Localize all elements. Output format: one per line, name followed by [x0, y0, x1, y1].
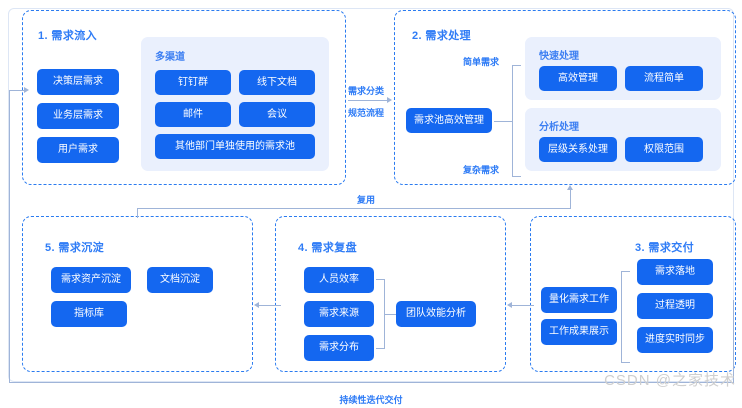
pill-other-dept-pool[interactable]: 其他部门单独使用的需求池 [155, 134, 315, 159]
outer-loop-bottom-line [9, 382, 734, 383]
multi-channel-panel: 多渠道 钉钉群 线下文档 邮件 会议 其他部门单独使用的需求池 [141, 37, 329, 171]
edge-line-s1-s2 [348, 100, 388, 101]
hub-to-bracket-line [494, 121, 513, 122]
fast-processing-panel-title: 快速处理 [539, 51, 579, 62]
pill-realtime-progress-sync[interactable]: 进度实时同步 [637, 327, 713, 353]
outer-loop-left-line [9, 90, 10, 382]
branch-label-complex: 复杂需求 [463, 165, 500, 175]
reuse-line-up-to-s2 [570, 190, 571, 209]
pill-simple-process[interactable]: 流程简单 [625, 66, 703, 91]
edge-label-reuse: 复用 [357, 195, 376, 205]
pill-hierarchy-relation[interactable]: 层级关系处理 [539, 137, 617, 162]
pill-requirement-landing[interactable]: 需求落地 [637, 259, 713, 285]
branch-label-simple: 简单需求 [463, 57, 500, 67]
delivery-bracket [621, 271, 630, 363]
pill-requirement-asset-precipitation[interactable]: 需求资产沉淀 [51, 267, 131, 293]
pill-meeting[interactable]: 会议 [239, 102, 315, 127]
stage-3-requirement-delivery[interactable]: 3. 需求交付 量化需求工作 工作成果展示 需求落地 过程透明 进度实时同步 [530, 216, 736, 372]
stage-5-requirement-precipitation[interactable]: 5. 需求沉淀 需求资产沉淀 文档沉淀 指标库 [22, 216, 253, 372]
review-bracket-stem [384, 314, 396, 315]
edge-arrow-s1-s2 [387, 97, 392, 103]
multi-channel-panel-title: 多渠道 [155, 52, 185, 63]
fast-processing-panel: 快速处理 高效管理 流程简单 [525, 37, 721, 100]
outer-loop-entry-line [9, 90, 25, 91]
outer-loop-right-line [733, 300, 734, 382]
csdn-watermark: CSDN @之家技术 [604, 372, 736, 389]
pill-requirement-distribution[interactable]: 需求分布 [304, 335, 374, 361]
pill-permission-scope[interactable]: 权限范围 [625, 137, 703, 162]
reuse-line-horizontal [137, 208, 571, 209]
pill-requirement-pool-management[interactable]: 需求池高效管理 [406, 108, 492, 133]
analysis-processing-panel: 分析处理 层级关系处理 权限范围 [525, 108, 721, 171]
edge-label-requirement-classify: 需求分类 [348, 86, 385, 96]
pill-efficient-management[interactable]: 高效管理 [539, 66, 617, 91]
pill-work-result-display[interactable]: 工作成果展示 [541, 319, 617, 345]
pill-business-requirement[interactable]: 业务层需求 [37, 103, 119, 129]
edge-line-s3-s4 [512, 305, 534, 306]
pill-decision-requirement[interactable]: 决策层需求 [37, 69, 119, 95]
outer-loop-entry-arrow [24, 87, 29, 93]
pill-metric-library[interactable]: 指标库 [51, 301, 127, 327]
stage-2-requirement-processing[interactable]: 2. 需求处理 需求池高效管理 简单需求 复杂需求 快速处理 高效管理 流程简单… [394, 10, 736, 185]
reuse-line-up-from-s5 [137, 208, 138, 218]
stage-3-title: 3. 需求交付 [635, 242, 695, 254]
reuse-arrow [567, 185, 573, 190]
edge-arrow-s4-s5 [254, 302, 259, 308]
pill-staff-efficiency[interactable]: 人员效率 [304, 267, 374, 293]
stage-2-title: 2. 需求处理 [412, 30, 472, 42]
edge-arrow-s3-s4 [507, 302, 512, 308]
pill-quantify-requirement-work[interactable]: 量化需求工作 [541, 287, 617, 313]
bottom-loop-label: 持续性迭代交付 [339, 395, 403, 405]
pill-requirement-source[interactable]: 需求来源 [304, 301, 374, 327]
pill-team-efficiency-analysis[interactable]: 团队效能分析 [396, 301, 476, 327]
branch-bracket [512, 65, 521, 177]
pill-offline-document[interactable]: 线下文档 [239, 70, 315, 95]
stage-1-title: 1. 需求流入 [38, 30, 98, 42]
stage-4-requirement-review[interactable]: 4. 需求复盘 人员效率 需求来源 需求分布 团队效能分析 [275, 216, 506, 372]
stage-1-requirement-inflow[interactable]: 1. 需求流入 决策层需求 业务层需求 用户需求 多渠道 钉钉群 线下文档 邮件… [22, 10, 346, 185]
edge-label-standard-process: 规范流程 [348, 108, 385, 118]
pill-user-requirement[interactable]: 用户需求 [37, 137, 119, 163]
stage-5-title: 5. 需求沉淀 [45, 242, 105, 254]
edge-line-s4-s5 [259, 305, 281, 306]
pill-document-precipitation[interactable]: 文档沉淀 [147, 267, 213, 293]
pill-email[interactable]: 邮件 [155, 102, 231, 127]
pill-transparent-process[interactable]: 过程透明 [637, 293, 713, 319]
pill-dingtalk-group[interactable]: 钉钉群 [155, 70, 231, 95]
stage-4-title: 4. 需求复盘 [298, 242, 358, 254]
analysis-processing-panel-title: 分析处理 [539, 122, 579, 133]
